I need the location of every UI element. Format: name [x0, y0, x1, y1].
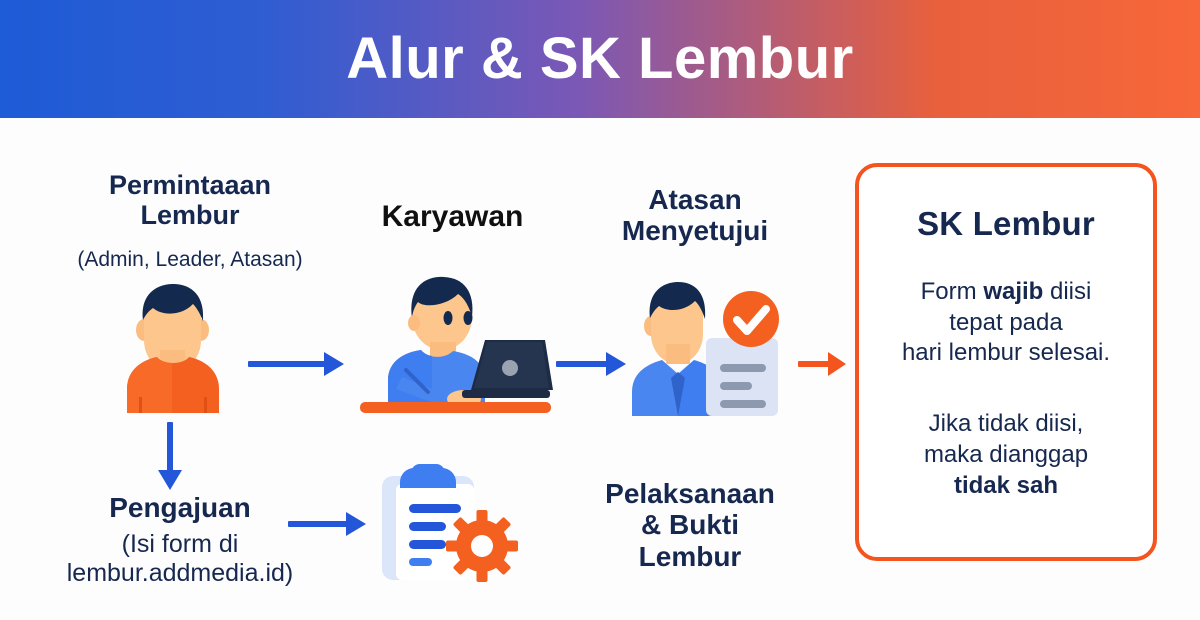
arrow-pengajuan-to-clipboard — [288, 512, 368, 536]
clipboard-gear-icon — [376, 462, 528, 584]
arrow-atasan-to-sk — [798, 352, 854, 376]
sk-para1-line2: tepat pada — [949, 308, 1063, 336]
sk-panel-paragraph-2: Jika tidak diisi, maka dianggap tidak sa… — [924, 409, 1088, 501]
supervisor-approval-icon — [618, 278, 788, 416]
node-title-karyawan: Karyawan — [381, 200, 524, 233]
sk-panel-paragraph-1: Form wajib diisi tepat pada hari lembur … — [902, 277, 1110, 369]
node-title-pelaksanaan: Pelaksanaan & Bukti Lembur — [605, 478, 775, 572]
arrow-permintaan-to-karyawan — [248, 352, 344, 376]
person-avatar-icon — [110, 278, 235, 413]
sk-para2-line2: maka dianggap — [923, 440, 1089, 468]
sk-lembur-panel: SK Lembur Form wajib diisi tepat pada ha… — [855, 163, 1157, 561]
sk-para1-post: diisi — [1043, 278, 1092, 305]
node-subtitle-permintaan: (Admin, Leader, Atasan) — [77, 248, 303, 271]
node-title-pengajuan: Pengajuan — [109, 492, 251, 523]
page-title: Alur & SK Lembur — [346, 26, 854, 91]
sk-para1-bold: wajib — [983, 278, 1044, 305]
node-title-permintaan: Permintaaan Lembur — [108, 170, 272, 231]
sk-para1-line3: hari lembur selesai. — [901, 339, 1111, 367]
arrow-karyawan-to-atasan — [556, 352, 628, 376]
header-banner: Alur & SK Lembur — [0, 0, 1200, 118]
arrow-permintaan-to-pengajuan — [158, 422, 182, 492]
sk-panel-heading: SK Lembur — [917, 205, 1095, 242]
person-at-laptop-icon — [358, 272, 553, 417]
sk-para2-bold: tidak sah — [953, 471, 1059, 499]
node-subtitle-pengajuan: (Isi form di lembur.addmedia.id) — [66, 530, 294, 587]
sk-para2-line1: Jika tidak diisi, — [928, 410, 1084, 438]
sk-para1-pre: Form — [920, 278, 984, 305]
node-title-atasan: Atasan Menyetujui — [621, 184, 769, 247]
